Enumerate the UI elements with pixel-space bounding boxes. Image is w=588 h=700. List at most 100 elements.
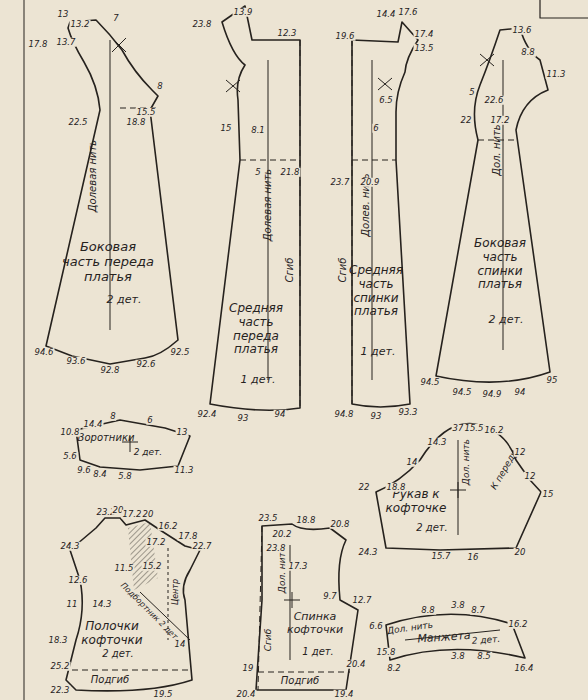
piece-name: Боковая часть переда платья: [62, 240, 154, 285]
dimension-label: 23.8: [266, 544, 287, 553]
dimension-label: 12.6: [68, 576, 89, 585]
piece-note: Дол. нить: [491, 124, 503, 175]
dimension-label: 18.8: [126, 118, 147, 127]
dimension-label: 14: [406, 458, 419, 467]
dimension-label: 24.3: [358, 548, 379, 557]
dimension-label: 12: [524, 472, 537, 481]
dimension-label: 37: [452, 424, 465, 433]
dimension-label: 92.5: [170, 348, 191, 357]
piece-note: Подгиб: [91, 674, 129, 686]
piece-name: Полочки кофточки: [72, 620, 152, 648]
dimension-label: 22.6: [484, 96, 505, 105]
blouse-front-piece: [66, 518, 200, 691]
piece-note: 2 дет.: [102, 648, 134, 660]
dimension-label: 13: [176, 428, 189, 437]
dimension-label: 24.3: [60, 542, 81, 551]
piece-note: 1 дет.: [302, 646, 334, 658]
dimension-label: 20.9: [360, 178, 381, 187]
dimension-label: 94.8: [334, 410, 355, 419]
pattern-piece: Боковая часть переда платья 2 дет. Долевая…: [40, 14, 185, 369]
dimension-label: 94.6: [34, 348, 55, 357]
dimension-label: 8.2: [386, 664, 402, 673]
dimension-label: 8: [156, 82, 163, 91]
dimension-label: 25.2: [50, 662, 71, 671]
dimension-label: 92.8: [100, 366, 121, 375]
dimension-label: 17.8: [28, 40, 49, 49]
piece-note: Сгиб: [263, 629, 273, 651]
dimension-label: 20.4: [236, 690, 257, 699]
dimension-label: 6: [372, 124, 379, 133]
dimension-label: 16.2: [484, 426, 505, 435]
dimension-label: 94: [514, 388, 527, 397]
pattern-piece: Средняя часть переда платья1 дет.СгибДол…: [198, 5, 303, 415]
dimension-label: 22.7: [192, 542, 213, 551]
side-back-piece: [436, 28, 550, 382]
piece-note: 2 дет.: [107, 294, 142, 307]
dimension-label: 9.7: [322, 592, 338, 601]
piece-note: Долевая нить: [262, 169, 274, 241]
dimension-label: 3.8: [450, 601, 466, 610]
piece-note: 2 дет.: [134, 447, 162, 457]
dimension-label: 17.2: [490, 116, 511, 125]
dimension-label: 20: [514, 548, 527, 557]
dimension-label: 23.5: [258, 514, 279, 523]
dimension-label: 17.6: [398, 8, 419, 17]
dimension-label: 93.3: [398, 408, 419, 417]
dimension-label: 15.7: [431, 552, 452, 561]
center-back-piece: [352, 22, 418, 407]
dimension-label: 18.8: [296, 516, 317, 525]
dimension-label: 10.8: [60, 428, 81, 437]
dimension-label: 17.2: [122, 510, 143, 519]
piece-note: 2 дет.: [471, 634, 500, 646]
dimension-label: 23.8: [192, 20, 213, 29]
dimension-label: 19.5: [153, 690, 174, 699]
dimension-label: 17.8: [178, 532, 199, 541]
dimension-label: 19.4: [334, 690, 355, 699]
piece-note: 2 дет.: [416, 522, 448, 534]
dimension-label: 94.5: [452, 388, 473, 397]
dimension-label: 7: [112, 14, 119, 23]
dimension-label: 18.3: [48, 636, 69, 645]
piece-name: Рукав к кофточке: [374, 488, 458, 516]
piece-note: Подгиб: [281, 675, 319, 687]
dimension-label: 8: [109, 412, 116, 421]
dimension-label: 11.3: [546, 70, 567, 79]
dimension-label: 19.6: [335, 32, 356, 41]
dimension-label: 17.2: [146, 538, 167, 547]
dimension-label: 13.9: [233, 8, 254, 17]
dimension-label: 15.8: [376, 648, 397, 657]
dimension-label: 6.5: [378, 96, 394, 105]
piece-name: Воротники: [78, 432, 135, 444]
piece-name: Боковая часть спинки платья: [462, 237, 538, 292]
dimension-label: 18.8: [386, 483, 407, 492]
dimension-label: 17.3: [288, 562, 309, 571]
dimension-label: 5: [468, 88, 475, 97]
dimension-label: 12: [514, 448, 527, 457]
dimension-label: 13.2: [70, 20, 91, 29]
piece-note: Сгиб: [284, 258, 296, 283]
dimension-label: 94.5: [420, 378, 441, 387]
dimension-label: 15.5: [136, 108, 157, 117]
blouse-back-piece: [256, 524, 358, 690]
center-front-piece: [210, 6, 300, 410]
dimension-label: 20: [142, 510, 155, 519]
dimension-label: 95: [546, 376, 559, 385]
cuff-piece: [386, 614, 525, 660]
dimension-label: 5.6: [62, 452, 78, 461]
collar-piece: [76, 420, 190, 470]
piece-note: Долевая нить: [87, 140, 99, 212]
dimension-label: 15: [220, 124, 233, 133]
dimension-label: 93: [237, 414, 250, 423]
dimension-label: 13: [57, 10, 70, 19]
dimension-label: 8.5: [476, 652, 492, 661]
dimension-label: 14.3: [92, 600, 113, 609]
dimension-label: 15: [542, 490, 555, 499]
dimension-label: 12.3: [277, 29, 298, 38]
piece-note: 2 дет.: [489, 314, 524, 327]
dimension-label: 92.6: [136, 360, 157, 369]
dimension-label: 13.7: [56, 38, 77, 47]
pattern-piece: Средняя часть спинки платья1 дет.СгибДол…: [335, 5, 428, 415]
dimension-label: 8.7: [470, 606, 486, 615]
piece-note: 1 дет.: [241, 374, 276, 387]
